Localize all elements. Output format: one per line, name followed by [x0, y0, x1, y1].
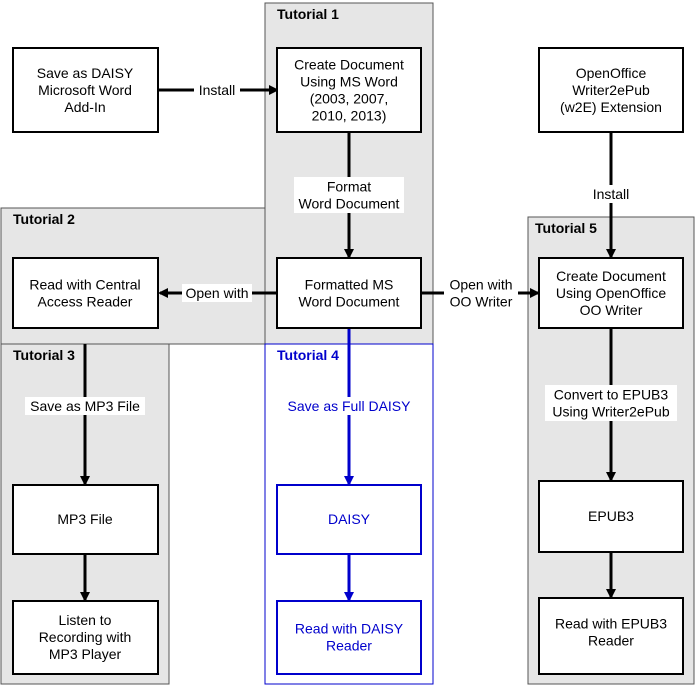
text-line: Access Reader	[38, 294, 133, 310]
text-line: Read with DAISY	[295, 621, 404, 637]
text-line: 2010, 2013)	[312, 108, 387, 124]
text-line: Open with	[185, 285, 248, 301]
text-line: Microsoft Word	[38, 82, 132, 98]
text-line: Save as DAISY	[37, 65, 134, 81]
text-line: OO Writer	[580, 302, 643, 318]
edge-label-open-with: Open with	[185, 285, 248, 301]
text-line: Word Document	[299, 294, 400, 310]
edge-label-install-1: Install	[199, 82, 236, 98]
text-line: MP3 Player	[49, 646, 122, 662]
node-daisy	[276, 484, 422, 555]
node-formatted-word	[276, 257, 422, 329]
edge-label-bg-install-2	[588, 185, 634, 203]
text-line: Create Document	[294, 57, 404, 73]
node-create-oo	[538, 257, 684, 329]
node-epub3	[538, 480, 684, 553]
edge-label-bg-save-mp3	[25, 397, 145, 415]
edge-label-bg-save-daisy	[282, 397, 416, 415]
text-line: Open with	[449, 277, 512, 293]
text-line: Writer2ePub	[572, 82, 650, 98]
node-text-epub3: EPUB3	[588, 508, 634, 524]
text-line: Read with Central	[29, 277, 140, 293]
text-line: Format	[327, 179, 371, 195]
edge-label-bg-install-1	[194, 81, 240, 99]
panel-title-tutorial-4: Tutorial 4	[277, 347, 339, 363]
node-w2e-extension	[538, 47, 684, 133]
text-line: Convert to EPUB3	[554, 387, 669, 403]
text-line: DAISY	[328, 511, 371, 527]
edge-label-install-2: Install	[593, 186, 630, 202]
text-line: Listen to	[59, 612, 112, 628]
panel-title-tutorial-3: Tutorial 3	[13, 347, 75, 363]
text-line: Save as Full DAISY	[288, 398, 412, 414]
text-line: Reader	[588, 633, 634, 649]
node-text-daisy: DAISY	[328, 511, 371, 527]
text-line: Install	[593, 186, 630, 202]
text-line: (w2E) Extension	[560, 99, 662, 115]
text-line: Using OpenOffice	[556, 285, 666, 301]
text-line: EPUB3	[588, 508, 634, 524]
node-text-mp3-file: MP3 File	[57, 511, 112, 527]
text-line: MP3 File	[57, 511, 112, 527]
panel-title-tutorial-5: Tutorial 5	[535, 220, 597, 236]
text-line: Save as MP3 File	[30, 398, 140, 414]
node-mp3-file	[12, 484, 159, 555]
text-line: OpenOffice	[576, 65, 647, 81]
panel-title-tutorial-1: Tutorial 1	[277, 6, 339, 22]
text-line: Read with EPUB3	[555, 616, 667, 632]
edge-label-bg-convert	[545, 385, 677, 421]
text-line: OO Writer	[450, 294, 513, 310]
edge-label-save-mp3: Save as MP3 File	[30, 398, 140, 414]
edge-label-save-daisy: Save as Full DAISY	[288, 398, 412, 414]
node-read-daisy	[276, 600, 422, 675]
node-listen-mp3	[12, 600, 159, 675]
node-save-as-daisy-addin	[12, 47, 159, 133]
text-line: Using MS Word	[300, 74, 398, 90]
text-line: Using Writer2ePub	[552, 404, 669, 420]
panel-title-tutorial-2: Tutorial 2	[13, 211, 75, 227]
text-line: Install	[199, 82, 236, 98]
text-line: Word Document	[299, 196, 400, 212]
edge-label-bg-open-with	[182, 284, 252, 302]
node-read-epub3	[538, 597, 684, 675]
node-create-word	[276, 47, 422, 133]
text-line: Formatted MS	[305, 277, 394, 293]
edge-label-bg-open-oo	[444, 275, 518, 311]
text-line: Add-In	[64, 99, 105, 115]
edge-label-bg-format	[294, 177, 404, 213]
text-line: Reader	[326, 638, 372, 654]
node-central-access-reader	[12, 257, 159, 329]
text-line: (2003, 2007,	[310, 91, 389, 107]
text-line: Create Document	[556, 268, 666, 284]
text-line: Recording with	[39, 629, 132, 645]
